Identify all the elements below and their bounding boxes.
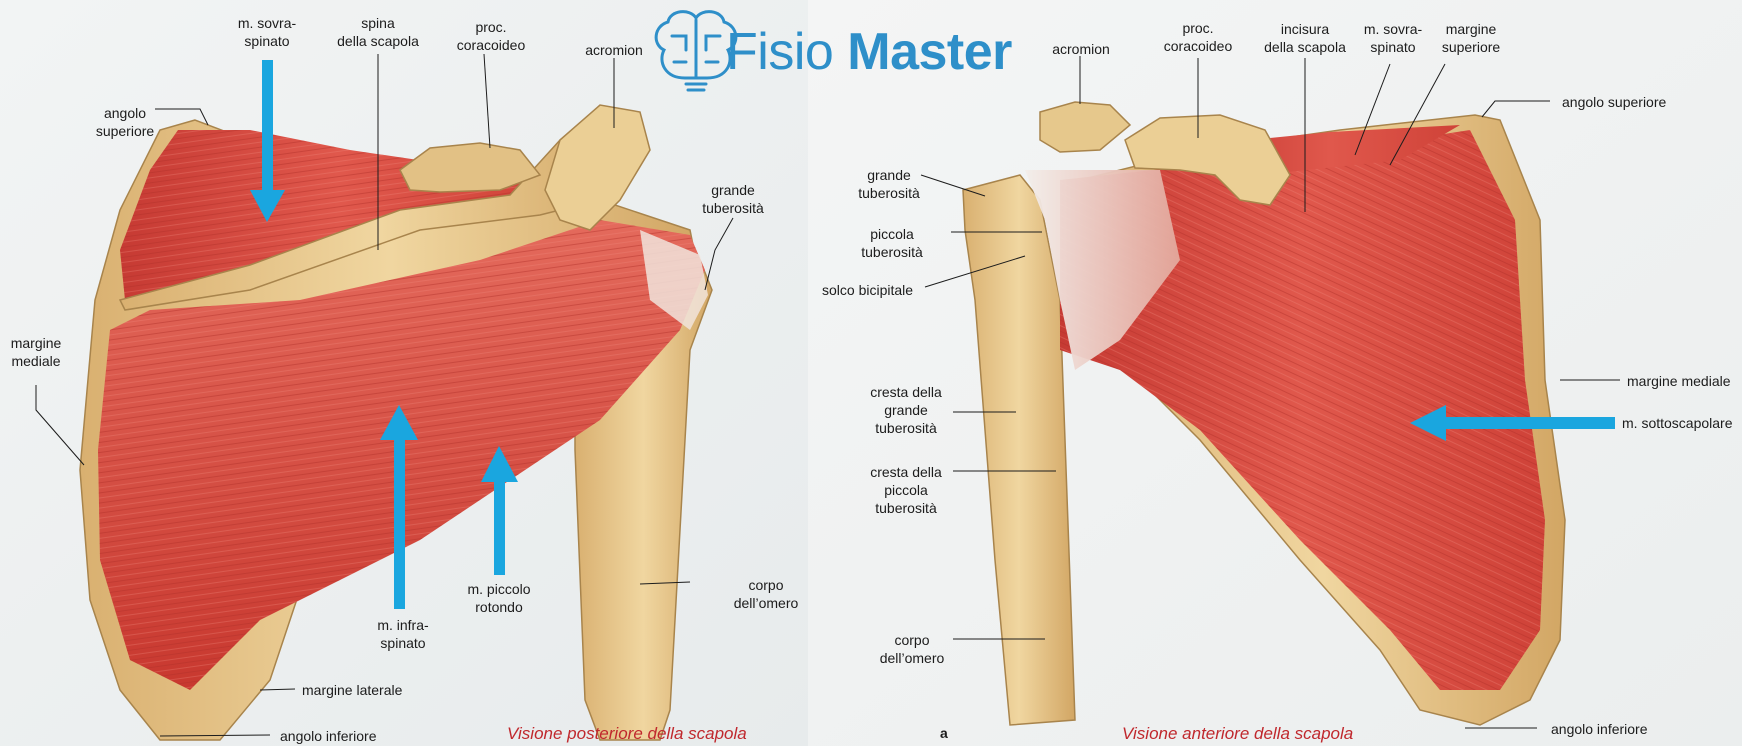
humerus-anterior — [962, 174, 1076, 726]
posterior-scapula-illustration — [35, 53, 734, 741]
panel-letter: a — [940, 725, 948, 741]
label-margine-mediale-anterior: margine mediale — [1627, 373, 1731, 389]
caption-anterior-view: Visione anteriore della scapola — [1122, 724, 1354, 743]
label-proc-coracoideo-anterior: proc.coracoideo — [1163, 20, 1233, 54]
label-m-sottoscapolare: m. sottoscapolare — [1622, 415, 1733, 431]
label-m-sovraspinato-posterior: m. sovra-spinato — [237, 15, 297, 49]
label-acromion-anterior: acromion — [1052, 41, 1110, 57]
caption-posterior-view: Visione posteriore della scapola — [507, 724, 747, 743]
label-acromion-posterior: acromion — [585, 42, 643, 58]
brand-name-part2: Master — [847, 23, 1012, 81]
label-m-infraspinato: m. infra-spinato — [377, 617, 429, 651]
acromion-anterior — [1039, 101, 1132, 153]
label-angolo-superiore-anterior: angolo superiore — [1562, 94, 1667, 110]
brain-lightbulb-logo-icon — [654, 10, 738, 92]
anterior-scapula-illustration — [920, 56, 1620, 729]
brand-name-part1: Fisio — [726, 23, 834, 81]
label-angolo-inferiore-anterior: angolo inferiore — [1551, 721, 1648, 737]
label-margine-laterale: margine laterale — [302, 682, 403, 698]
label-angolo-inferiore-posterior: angolo inferiore — [280, 728, 377, 744]
label-m-sovraspinato-anterior: m. sovra-spinato — [1363, 21, 1423, 55]
label-solco-bicipitale: solco bicipitale — [822, 282, 914, 298]
acromion-posterior — [544, 104, 651, 231]
coracoid-anterior — [1124, 114, 1291, 206]
coracoid-posterior — [399, 142, 542, 193]
label-proc-coracoideo-posterior: proc.coracoideo — [456, 19, 526, 53]
brand-logo-text: Fisio Master — [726, 22, 1012, 82]
